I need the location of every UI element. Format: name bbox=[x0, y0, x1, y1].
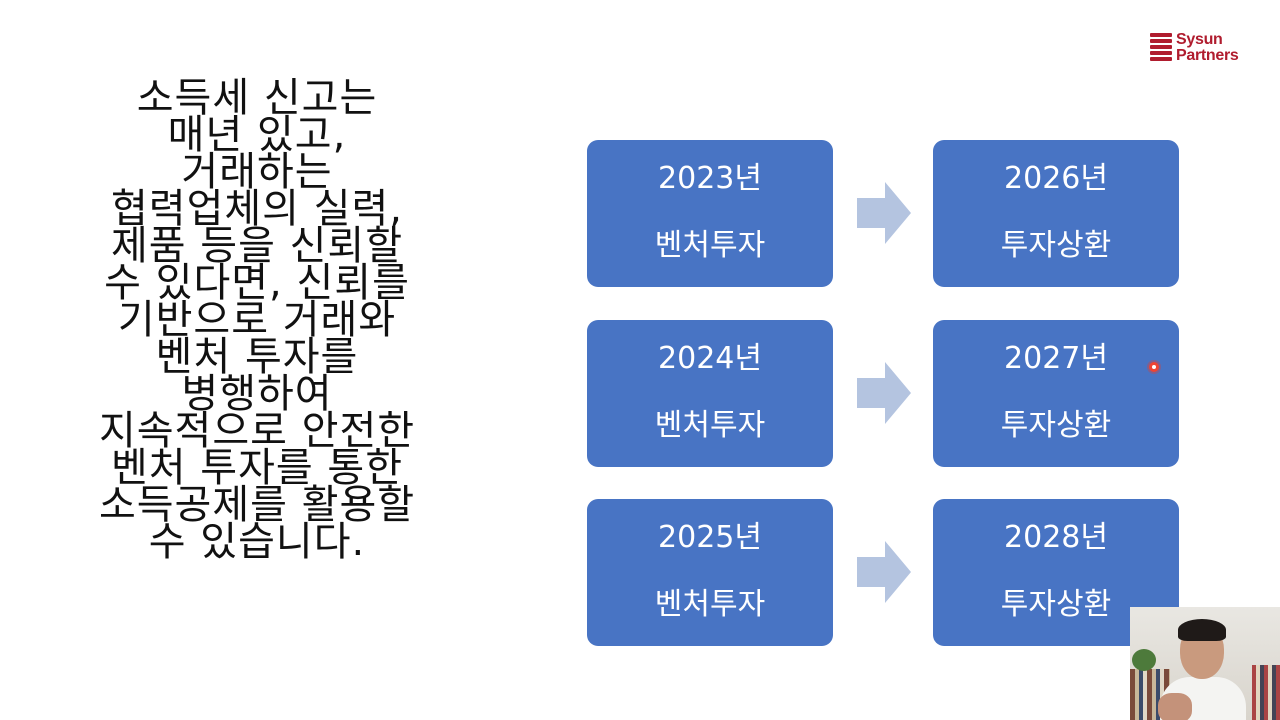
paragraph-line: 협력업체의 실력, bbox=[110, 186, 404, 232]
repay-year: 2027년 bbox=[1004, 341, 1108, 376]
paragraph-line: 소득공제를 활용할 bbox=[98, 482, 416, 528]
invest-year: 2024년 bbox=[658, 341, 762, 376]
invest-label: 벤처투자 bbox=[654, 228, 766, 263]
right-arrow-icon bbox=[857, 541, 911, 603]
repay-label: 투자상환 bbox=[1000, 587, 1112, 622]
right-arrow-icon bbox=[857, 182, 911, 244]
invest-box-2025: 2025년 벤처투자 bbox=[587, 499, 833, 646]
invest-year: 2025년 bbox=[658, 520, 762, 555]
paragraph-line: 소득세 신고는 bbox=[136, 75, 378, 121]
invest-box-2023: 2023년 벤처투자 bbox=[587, 140, 833, 287]
paragraph-line: 수 있습니다. bbox=[148, 519, 366, 565]
invest-label: 벤처투자 bbox=[654, 587, 766, 622]
laser-pointer-icon bbox=[1149, 362, 1159, 372]
paragraph-line: 기반으로 거래와 bbox=[117, 297, 397, 343]
invest-year: 2023년 bbox=[658, 161, 762, 196]
repay-box-2026: 2026년 투자상환 bbox=[933, 140, 1179, 287]
logo-text-line1: Sysun bbox=[1176, 31, 1223, 48]
paragraph-line: 제품 등을 신뢰할 bbox=[110, 223, 404, 269]
repay-box-2027: 2027년 투자상환 bbox=[933, 320, 1179, 467]
logo-text-line2: Partners bbox=[1176, 47, 1239, 64]
paragraph-line: 거래하는 bbox=[181, 149, 333, 195]
paragraph-line: 지속적으로 안전한 bbox=[98, 408, 416, 454]
paragraph-line: 수 있다면, 신뢰를 bbox=[104, 260, 410, 306]
sysun-partners-logo: Sysun Partners bbox=[1150, 30, 1250, 66]
invest-label: 벤처투자 bbox=[654, 408, 766, 443]
repay-label: 투자상환 bbox=[1000, 408, 1112, 443]
right-arrow-icon bbox=[857, 362, 911, 424]
logo-mark-icon bbox=[1150, 33, 1172, 63]
paragraph-line: 병행하여 bbox=[181, 371, 333, 417]
repay-label: 투자상환 bbox=[1000, 228, 1112, 263]
repay-year: 2026년 bbox=[1004, 161, 1108, 196]
paragraph-line: 매년 있고, bbox=[167, 112, 347, 158]
paragraph-line: 벤처 투자를 bbox=[155, 334, 359, 380]
paragraph-line: 벤처 투자를 통한 bbox=[110, 445, 404, 491]
presenter-webcam bbox=[1130, 607, 1280, 720]
repay-year: 2028년 bbox=[1004, 520, 1108, 555]
invest-box-2024: 2024년 벤처투자 bbox=[587, 320, 833, 467]
slide-paragraph: 소득세 신고는 매년 있고, 거래하는 협력업체의 실력, 제품 등을 신뢰할 … bbox=[72, 75, 442, 565]
